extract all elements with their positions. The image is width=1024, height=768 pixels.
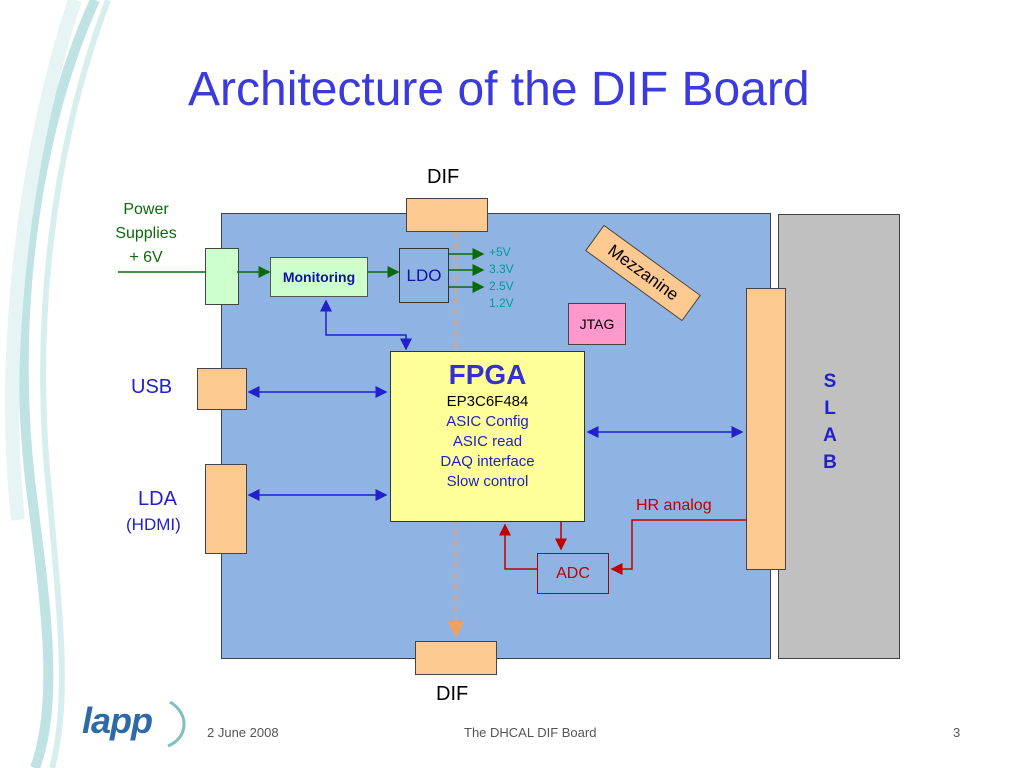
lapp-logo: lapp bbox=[80, 694, 190, 750]
dif-bottom-label: DIF bbox=[436, 683, 469, 705]
lda-sub-label: (HDMI) bbox=[126, 515, 181, 534]
fpga-line: Slow control bbox=[446, 473, 529, 490]
usb-label: USB bbox=[131, 376, 173, 398]
dif-top-label: DIF bbox=[427, 166, 460, 188]
ldo-block: LDO bbox=[399, 248, 449, 303]
slab-panel bbox=[778, 214, 900, 659]
fpga-line: EP3C6F484 bbox=[446, 393, 529, 410]
power-connector bbox=[205, 248, 239, 305]
power-supplies-label: Power Supplies + 6V bbox=[115, 201, 177, 266]
footer-title: The DHCAL DIF Board bbox=[464, 725, 597, 740]
slab-label: S L A B bbox=[823, 371, 837, 473]
dif-top-connector bbox=[406, 198, 488, 232]
slab-connector bbox=[746, 288, 786, 570]
fpga-line: ASIC read bbox=[452, 433, 523, 450]
jtag-block: JTAG bbox=[568, 303, 626, 345]
logo-text: lapp bbox=[82, 700, 153, 741]
adc-block: ADC bbox=[537, 553, 609, 594]
dif-bottom-connector bbox=[415, 641, 497, 675]
monitoring-block: Monitoring bbox=[270, 257, 368, 297]
slide-title: Architecture of the DIF Board bbox=[188, 63, 810, 116]
fpga-block: FPGA EP3C6F484 ASIC Config ASIC read DAQ… bbox=[390, 351, 585, 522]
footer-date: 2 June 2008 bbox=[207, 725, 279, 740]
logo-swirl-icon bbox=[167, 700, 186, 748]
fpga-title: FPGA bbox=[448, 359, 527, 390]
hr-analog-label: HR analog bbox=[636, 497, 712, 514]
usb-connector bbox=[197, 368, 247, 410]
fpga-line: ASIC Config bbox=[446, 413, 529, 430]
lda-label: LDA bbox=[138, 488, 177, 510]
footer-page-number: 3 bbox=[953, 725, 961, 740]
voltage-list: +5V 3.3V 2.5V 1.2V bbox=[489, 245, 514, 310]
lda-connector bbox=[205, 464, 247, 554]
fpga-line: DAQ interface bbox=[440, 453, 535, 470]
